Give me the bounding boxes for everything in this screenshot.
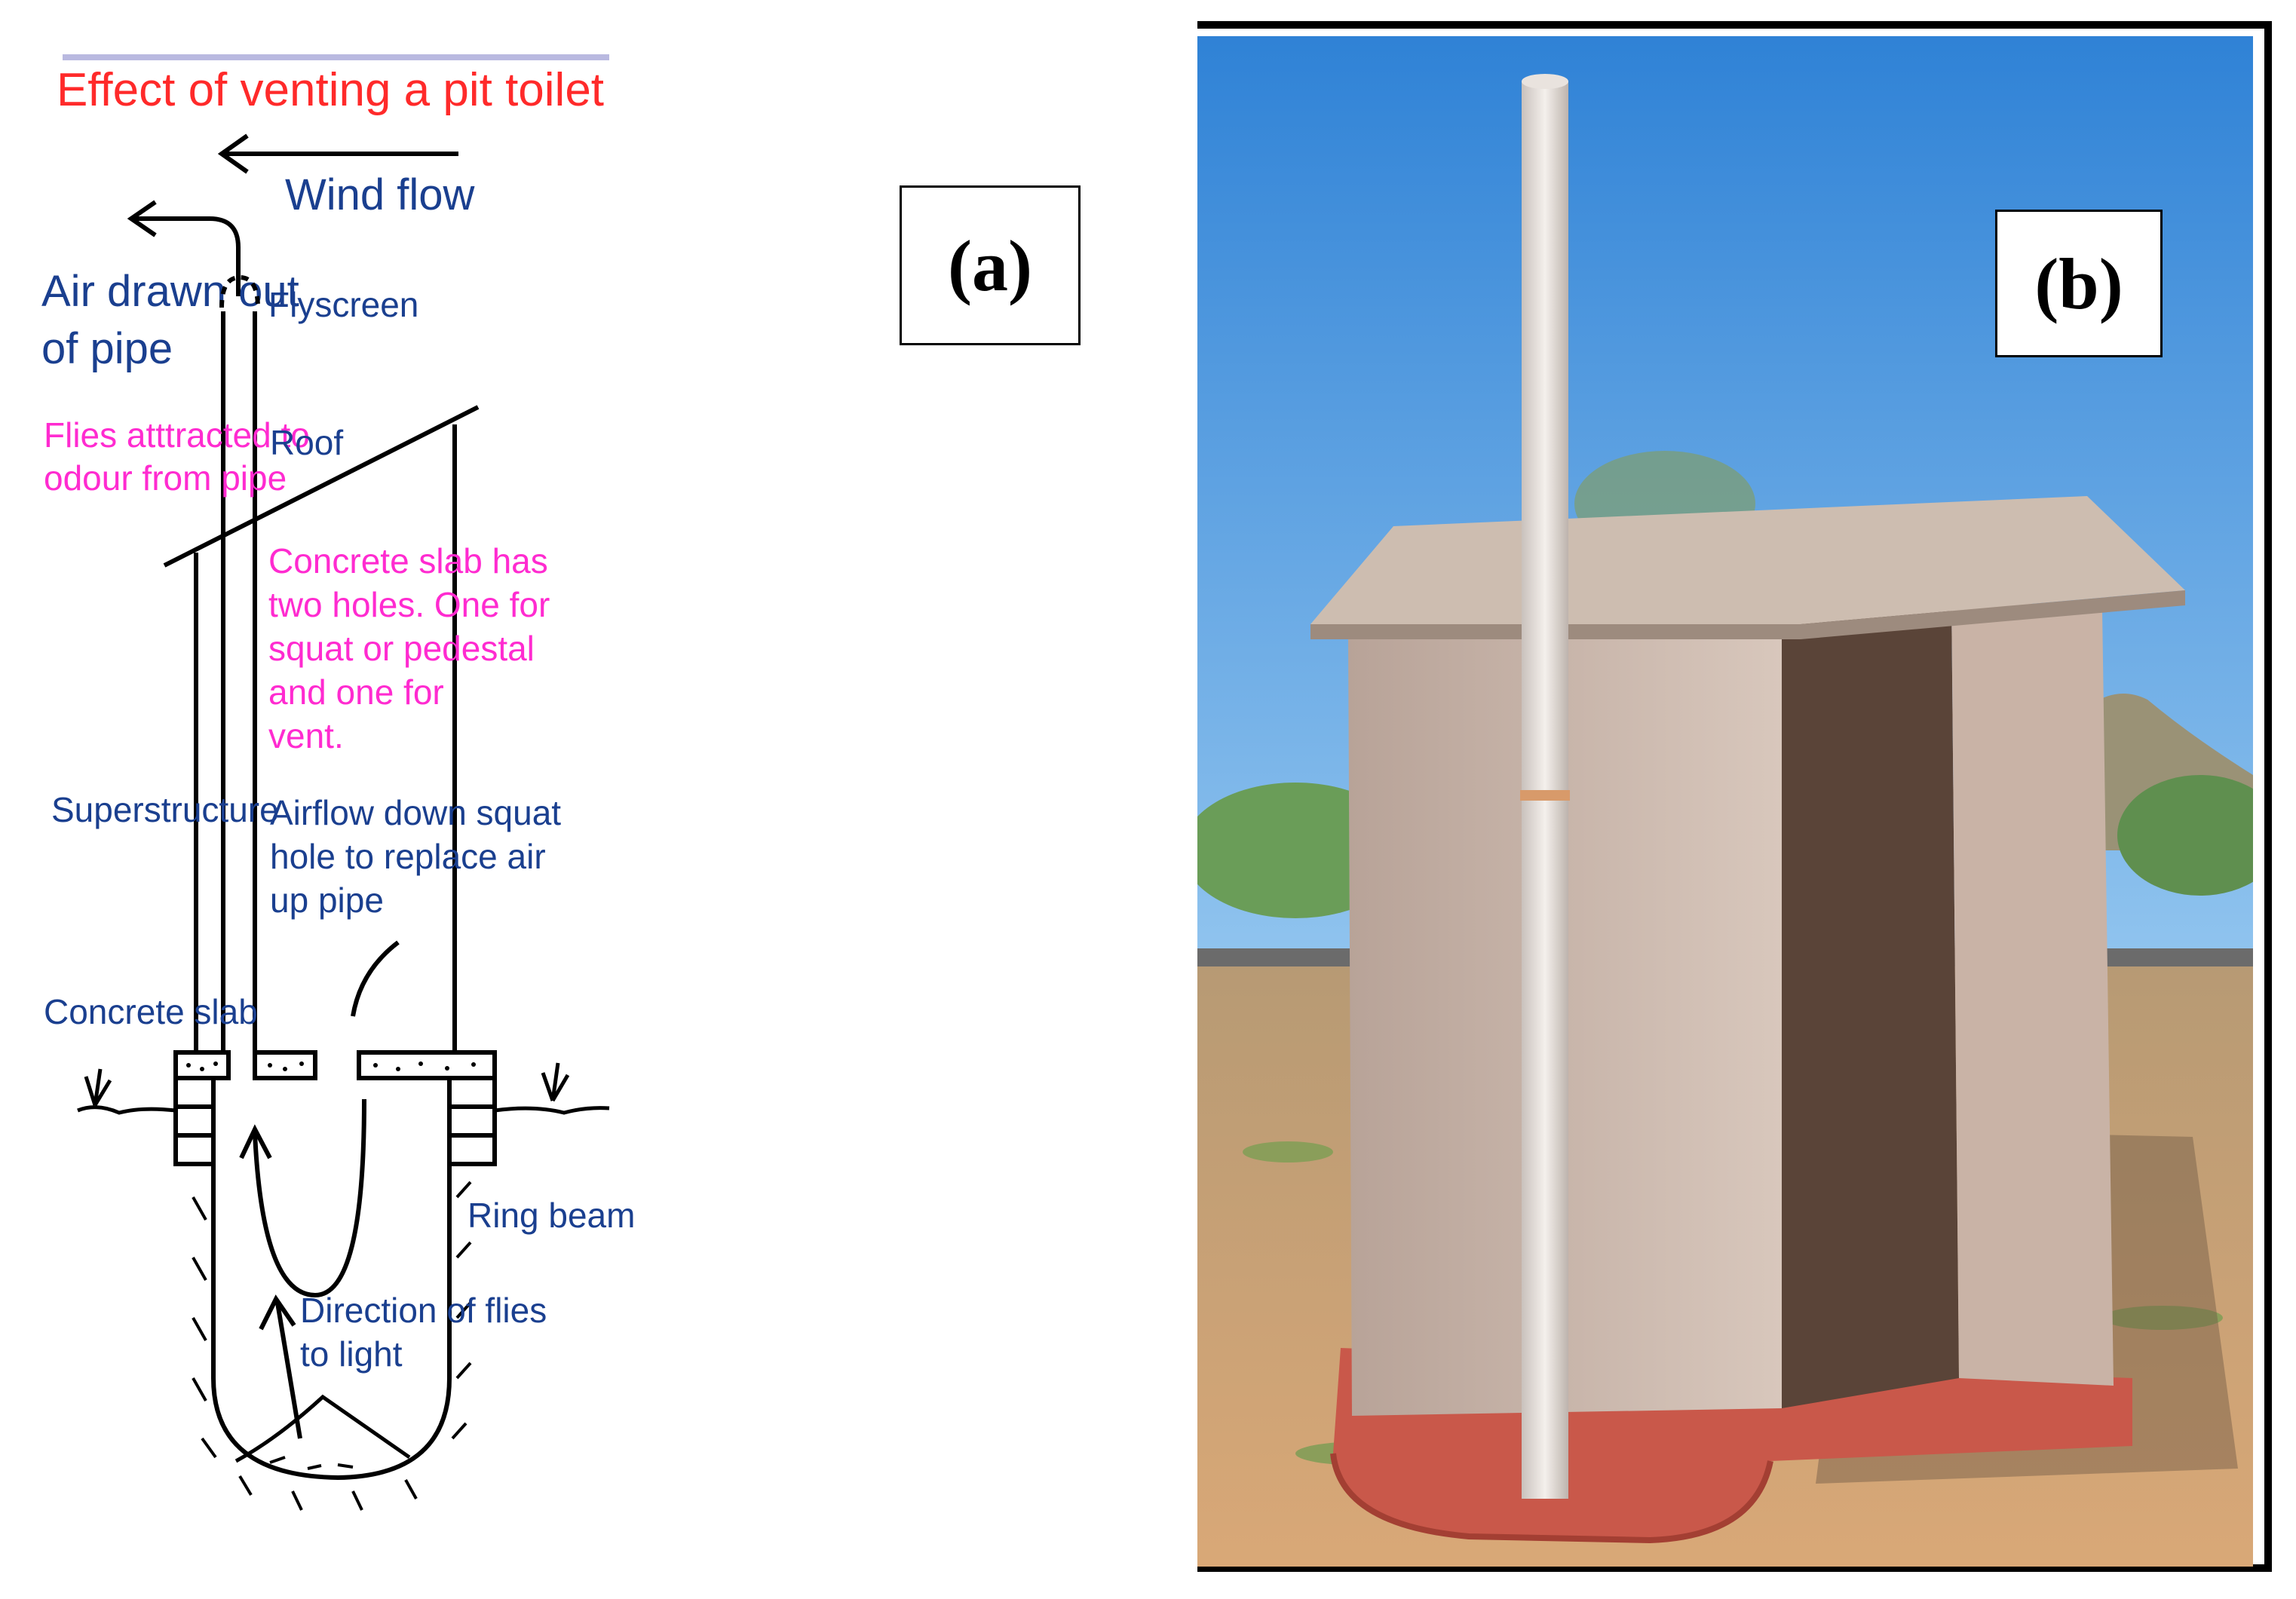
flyscreen-cap [219,274,260,308]
panel-b-photo: (b) [1197,36,2253,1567]
soil-hatching [192,1181,472,1511]
panel-a-label: (a) [900,185,1081,345]
panel-a-diagram: Effect of venting a pit toilet Wind flow… [21,21,1197,1572]
vip-latrine-photo [1197,36,2253,1567]
airflow-loop [253,1098,366,1298]
flies-direction-2: to light [300,1334,403,1374]
vent-pipe-top [1522,74,1568,89]
concrete-slab-label: Concrete slab [44,992,258,1031]
ground-right [494,1106,610,1115]
ring-beam-right [447,1076,497,1166]
airflow-note-3: up pipe [270,881,384,920]
air-out-arrow-head [127,200,157,237]
slab-note-5: vent. [268,716,344,755]
flyscreen-label: Flyscreen [268,285,418,324]
air-drawn-label-2: of pipe [41,324,173,373]
ring-beam-left [173,1076,216,1166]
roof-line [163,405,480,568]
doorway [1782,598,1959,1408]
tree-right [2117,775,2253,896]
airflow-loop-head [239,1124,272,1159]
air-out-arrow [134,216,241,296]
grass-right [541,1062,570,1102]
roof-label: Roof [270,423,343,462]
slab-left [173,1050,231,1080]
slab-right [357,1050,497,1080]
pit-outline [211,1164,452,1481]
grass-left [84,1068,112,1107]
pipe-joint [1520,790,1570,801]
flies-direction-1: Direction of flies [300,1291,547,1330]
ring-beam-label: Ring beam [467,1196,635,1235]
slab-note-2: two holes. One for [268,585,550,624]
slab-note-3: squat or pedestal [268,629,535,668]
wind-flow-label: Wind flow [285,170,476,219]
waste-heap [235,1394,411,1463]
flies-attracted-2: odour from pipe [44,458,287,498]
waste-specks [269,1456,354,1470]
right-wall [1951,598,2114,1386]
slab-middle [253,1050,317,1080]
slab-note-1: Concrete slab has [268,541,548,580]
panel-b-label: (b) [1995,210,2163,357]
airflow-note-2: hole to replace air [270,837,546,876]
flies-arrow-head [259,1294,296,1331]
flies-attracted-1: Flies atttracted to [44,415,310,455]
red-base-edge [1330,1453,1773,1544]
wind-arrow-head [217,133,249,174]
air-drawn-label-1: Air drawn out [41,267,299,316]
ground-left [77,1105,176,1115]
pit-toilet-diagram: Effect of venting a pit toilet Wind flow… [41,54,635,1511]
airflow-note-1: Airflow down squat [270,793,561,832]
flies-arrow [275,1302,302,1439]
superstructure-label: Superstructure [51,790,279,829]
airflow-down-curve [351,940,400,1017]
slab-note-4: and one for [268,672,444,712]
diagram-title: Effect of venting a pit toilet [57,64,604,116]
